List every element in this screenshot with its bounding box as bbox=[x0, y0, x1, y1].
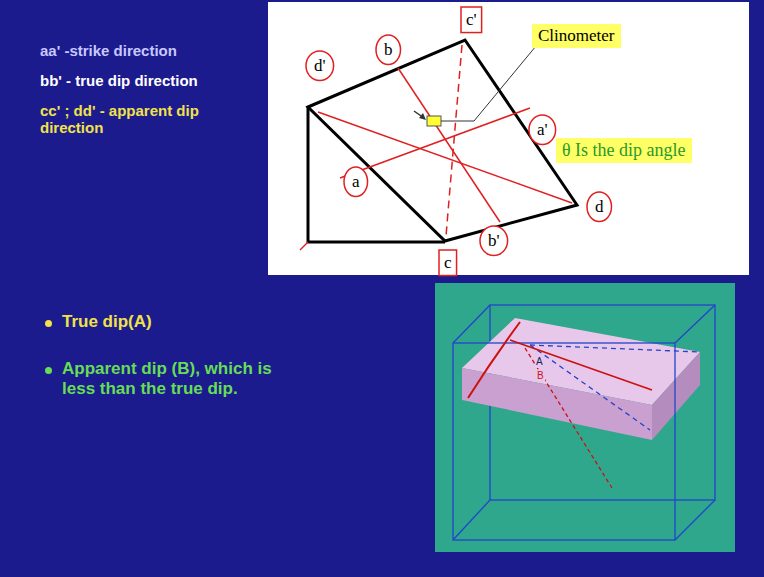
strike-mark bbox=[468, 322, 520, 398]
corner-letter: b bbox=[384, 40, 393, 60]
red-ring bbox=[480, 226, 508, 256]
bullet-text: Apparent dip (B), which is less than the… bbox=[62, 359, 302, 398]
slab-end bbox=[652, 352, 700, 440]
leader-line bbox=[474, 46, 536, 121]
box-text: Clinometer bbox=[538, 26, 615, 46]
legend-note: aa' -strike direction bbox=[40, 42, 177, 59]
corner-letter: c' bbox=[466, 10, 477, 30]
red-ring bbox=[461, 7, 482, 33]
red-ring bbox=[439, 250, 457, 276]
corner-letter: d' bbox=[314, 56, 326, 76]
corner-letter: c bbox=[444, 253, 452, 273]
red-ring bbox=[306, 51, 334, 81]
direction-lines bbox=[300, 45, 572, 250]
slab-side bbox=[462, 368, 652, 440]
legend-note: bb' - true dip direction bbox=[40, 72, 198, 89]
box-text: θ Is the dip angle bbox=[562, 140, 686, 161]
callout-box: Clinometer bbox=[532, 24, 621, 48]
arrowhead bbox=[419, 113, 426, 120]
corner-letter: a' bbox=[537, 120, 548, 140]
wire-box-front bbox=[453, 305, 715, 540]
legend-note: cc' ; dd' - apparent dip direction bbox=[40, 102, 255, 137]
red-ring bbox=[587, 192, 612, 222]
dip-line bbox=[510, 340, 652, 390]
red-ring bbox=[344, 167, 368, 197]
angle-label: B bbox=[536, 370, 545, 382]
bullet-dot bbox=[45, 367, 52, 374]
corner-letter: b' bbox=[488, 231, 500, 251]
block-outline bbox=[308, 40, 577, 242]
apparent-dip-line bbox=[525, 348, 612, 488]
corner-letter: d bbox=[595, 197, 604, 217]
red-ring bbox=[529, 115, 556, 145]
red-ring bbox=[376, 35, 401, 65]
note-box: θ Is the dip angle bbox=[556, 138, 692, 163]
angle-label: A bbox=[535, 356, 544, 368]
bullet-dot bbox=[45, 320, 52, 327]
bullet-text: True dip(A) bbox=[62, 312, 152, 332]
leader-line bbox=[441, 121, 474, 122]
teal-panel bbox=[435, 283, 735, 552]
clinometer-symbol bbox=[427, 116, 441, 126]
corner-letter: a bbox=[352, 172, 360, 192]
white-panel bbox=[268, 2, 749, 275]
